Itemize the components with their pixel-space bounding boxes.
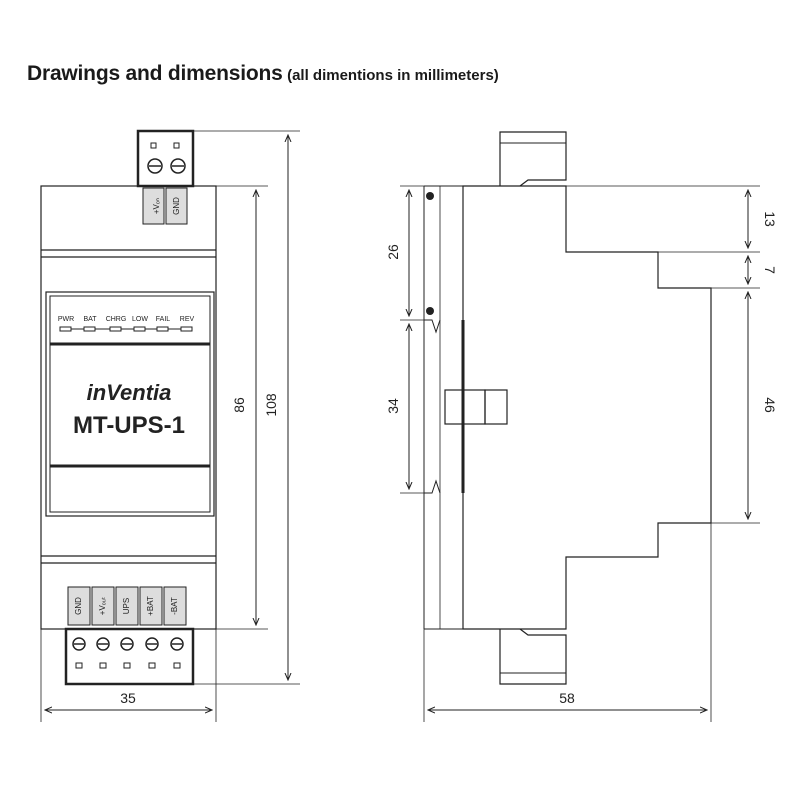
side-housing (462, 185, 712, 630)
led-label: LOW (132, 316, 148, 323)
led-label: BAT (83, 316, 97, 323)
led-label: FAIL (156, 316, 171, 323)
bottom-terminal-label: GND (74, 597, 83, 615)
led-label: PWR (58, 316, 74, 323)
dim-label-108: 108 (263, 393, 279, 417)
dim-label-46: 46 (762, 397, 778, 413)
title-subtitle: (all dimentions in millimeters) (287, 67, 499, 84)
top-terminal-block (136, 129, 195, 188)
page-title: Drawings and dimensions (all dimentions … (27, 62, 499, 86)
dim-label-86: 86 (231, 397, 247, 413)
dim-label-width: 35 (120, 690, 136, 706)
screw-icon (147, 158, 163, 174)
model-name: MT-UPS-1 (73, 412, 185, 439)
front-panel (45, 291, 215, 517)
front-view (40, 129, 300, 722)
brand-logo: inVentia (87, 380, 172, 405)
top-terminal-label: GND (172, 197, 181, 215)
dim-label-13: 13 (762, 211, 778, 227)
bottom-terminal-label: UPS (122, 598, 131, 614)
screw-icon (170, 158, 186, 174)
mount-hole-icon (426, 192, 434, 200)
dim-label-26: 26 (385, 244, 401, 260)
mount-hole-icon (426, 307, 434, 315)
top-terminal-label: +Vₒₙ (152, 198, 161, 214)
dim-label-7: 7 (762, 266, 778, 274)
led-label: CHRG (106, 316, 127, 323)
bottom-terminal-block (64, 627, 195, 686)
led-label: REV (180, 316, 195, 323)
side-view (400, 131, 760, 722)
bottom-terminal-label: -BAT (170, 597, 179, 615)
dim-label-58: 58 (559, 690, 575, 706)
release-tab (444, 389, 486, 425)
bottom-terminal-label: +BAT (146, 596, 155, 616)
top-clip (499, 131, 567, 187)
title-main: Drawings and dimensions (27, 62, 283, 85)
bottom-terminal-label: +Vₒᵤₜ (98, 597, 107, 615)
led-row (59, 326, 193, 332)
dim-label-34: 34 (385, 398, 401, 414)
bottom-clip (499, 628, 567, 685)
